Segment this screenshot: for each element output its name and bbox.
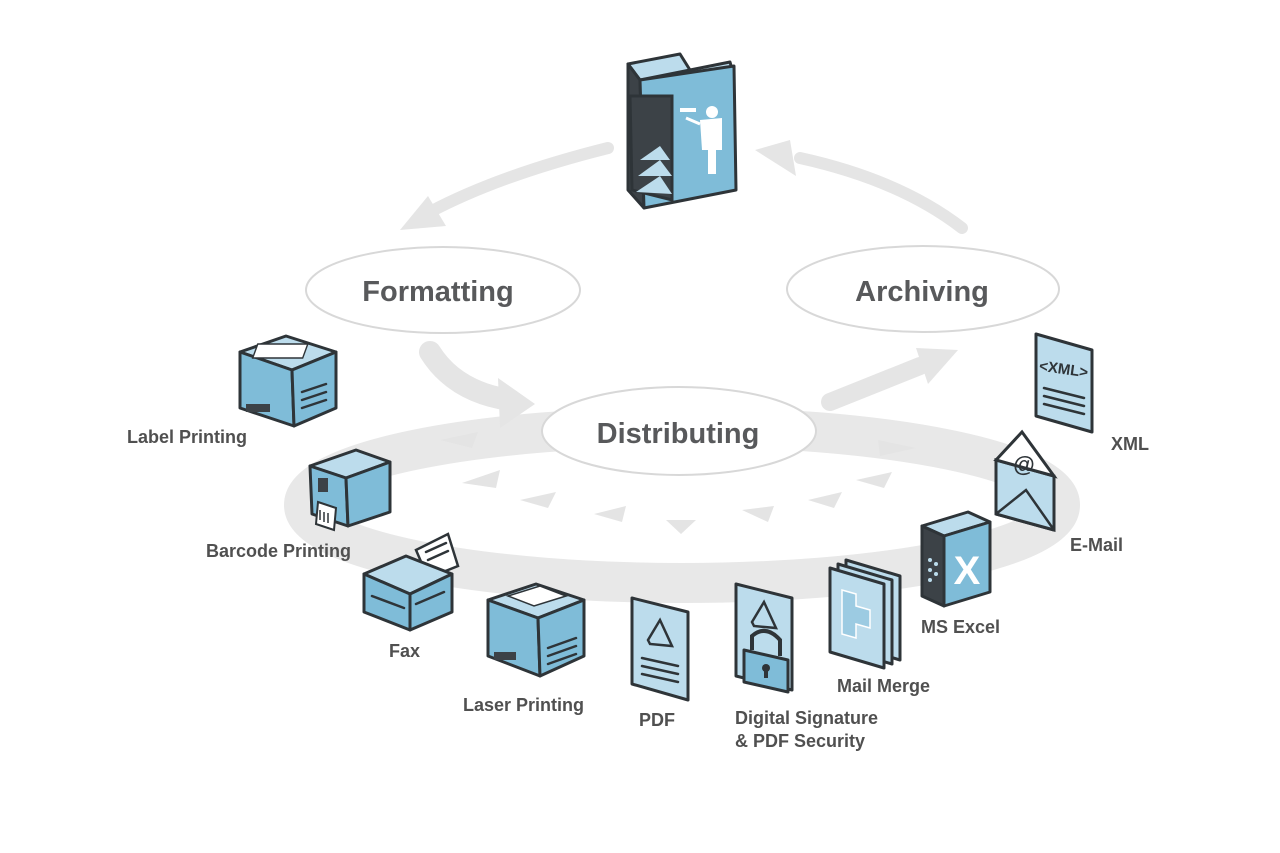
fax-label: Fax — [389, 641, 421, 661]
at-sign-glyph: @ — [1013, 452, 1034, 477]
xml-document-icon: <XML> — [1034, 332, 1094, 434]
digital-signature-line2: & PDF Security — [735, 731, 866, 751]
archiving-label: Archiving — [855, 276, 989, 308]
email-envelope-icon: @ — [993, 429, 1058, 532]
label-printer-icon — [238, 334, 338, 428]
excel-server-icon: X — [920, 510, 992, 608]
cycle-arrows — [400, 140, 968, 428]
mail-merge-stack-icon — [828, 558, 902, 670]
xml-label: XML — [1111, 434, 1149, 454]
phase-distributing: Distributing — [541, 386, 817, 476]
server-tower-icon — [626, 52, 738, 210]
digital-signature-line1: Digital Signature — [735, 708, 879, 728]
phase-archiving: Archiving — [786, 245, 1060, 333]
phase-formatting: Formatting — [305, 246, 581, 334]
email-label: E-Mail — [1070, 535, 1124, 555]
distributing-label: Distributing — [597, 418, 760, 450]
laser-printer-icon — [486, 582, 586, 678]
ms-excel-label: MS Excel — [921, 617, 1001, 637]
fax-icon — [362, 532, 460, 632]
pdf-document-icon — [630, 596, 690, 702]
xml-tag-glyph: <XML> — [1038, 358, 1089, 382]
barcode-printing-label: Barcode Printing — [206, 541, 352, 561]
laser-printing-label: Laser Printing — [463, 695, 585, 715]
formatting-label: Formatting — [362, 276, 513, 308]
digital-signature-label: Digital Signature & PDF Security — [735, 707, 878, 753]
label-printing-label: Label Printing — [127, 427, 248, 447]
radiating-arrows — [440, 432, 916, 534]
signed-pdf-lock-icon — [734, 582, 794, 694]
barcode-printer-icon — [308, 448, 392, 532]
mail-merge-label: Mail Merge — [837, 676, 931, 696]
excel-x-glyph: X — [954, 549, 981, 593]
pdf-label: PDF — [639, 710, 675, 730]
